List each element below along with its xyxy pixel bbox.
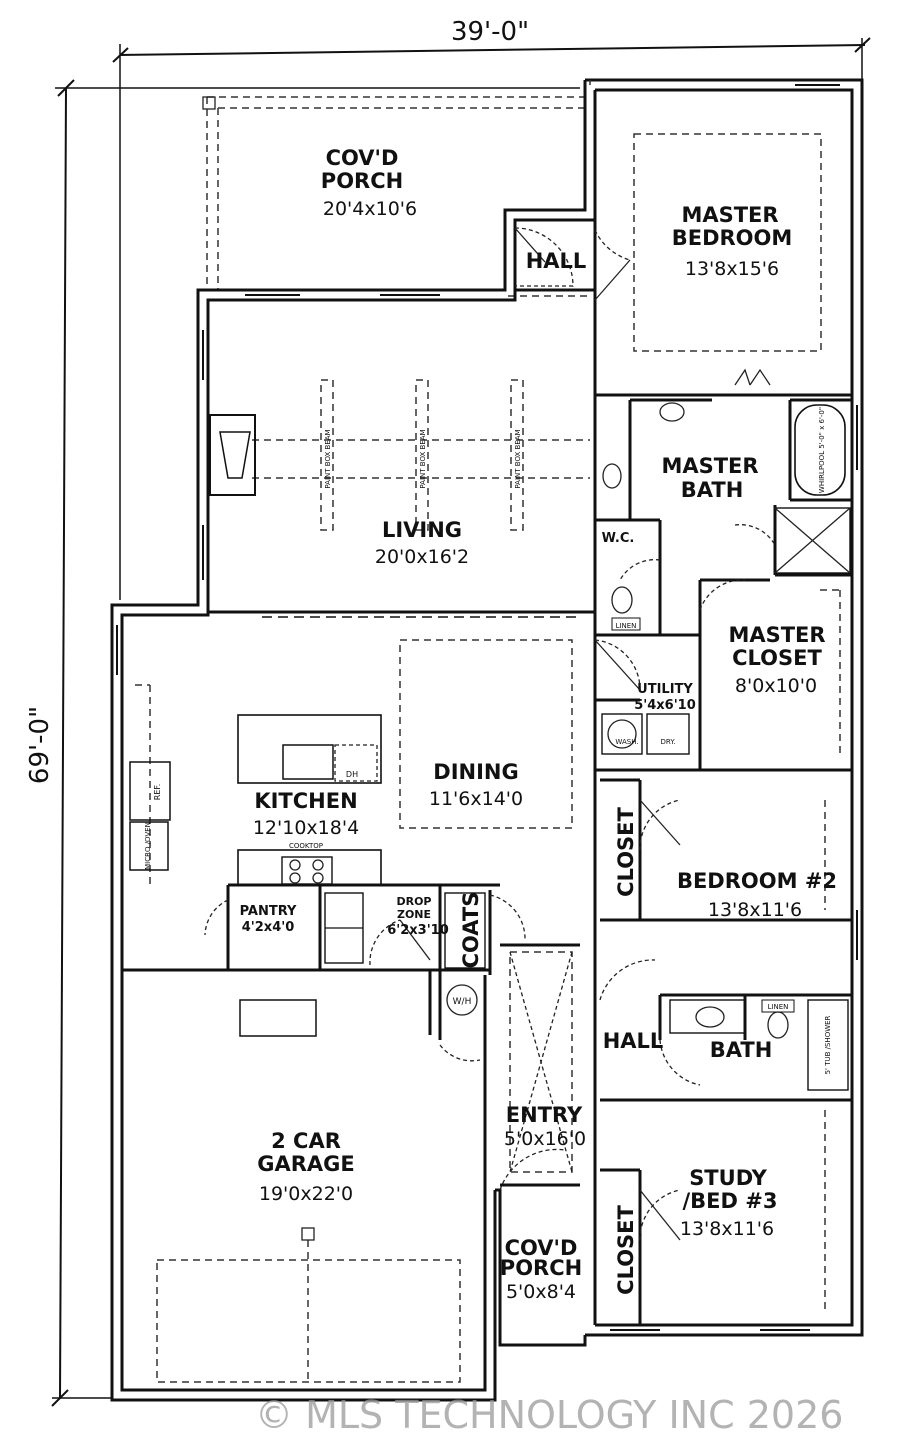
- room-name-hall-mid: HALL: [603, 1029, 664, 1053]
- room-size-master-closet: 8'0x10'0: [735, 675, 817, 697]
- rear-porch-outline: [202, 96, 590, 297]
- dashed-features: [135, 80, 841, 1383]
- linen-label-wc: LINEN: [616, 622, 637, 630]
- box-beam-label-2: PAINT BOX BEAM: [419, 429, 427, 488]
- box-beams: PAINT BOX BEAM PAINT BOX BEAM PAINT BOX …: [252, 379, 590, 531]
- windows: [116, 84, 858, 1331]
- refrigerator-label: REF.: [153, 784, 162, 800]
- room-size-garage: 19'0x22'0: [259, 1183, 353, 1205]
- room-size-kitchen: 12'10x18'4: [253, 817, 359, 839]
- tub-label: 5' TUB /SHOWER: [824, 1015, 832, 1074]
- depth-label: 69'-0": [25, 706, 55, 784]
- room-name-bedroom-2: BEDROOM #2: [677, 869, 837, 893]
- room-name-hall-top: HALL: [526, 249, 587, 273]
- depth-dimension: 69'-0": [25, 79, 580, 1407]
- room-name-closet-bed2: CLOSET: [614, 806, 638, 896]
- room-name-kitchen: KITCHEN: [254, 789, 357, 813]
- water-heater-label: W/H: [453, 997, 472, 1007]
- exterior-walls: [110, 78, 864, 1402]
- copyright-watermark: © MLS TECHNOLOGY INC 2026: [255, 1393, 843, 1437]
- bath-fixtures: WHIRLPOOL 5'-0" x 6'-0" LINEN WASH. DRY.…: [239, 402, 851, 1091]
- room-name-living: LIVING: [382, 518, 462, 542]
- room-size-bedroom-2: 13'8x11'6: [708, 899, 802, 921]
- room-size-dining: 11'6x14'0: [429, 788, 523, 810]
- oven-label: MICRO /OVEN: [144, 822, 152, 870]
- dryer-label: DRY.: [661, 738, 676, 746]
- room-size-study: 13'8x11'6: [680, 1218, 774, 1240]
- linen-label-bath: LINEN: [768, 1003, 789, 1011]
- room-name-dining: DINING: [433, 760, 518, 784]
- room-name-study: STUDY/BED #3: [683, 1166, 778, 1213]
- room-size-covd-porch-front: 5'0x8'4: [506, 1281, 576, 1303]
- kitchen-fixtures: DH COOKTOP REF. MICRO /OVEN: [129, 714, 486, 969]
- room-name-pantry: PANTRY: [240, 904, 297, 919]
- room-size-living: 20'0x16'2: [375, 546, 469, 568]
- room-name-wc: W.C.: [602, 531, 635, 546]
- room-size-entry: 5'0x16'0: [504, 1128, 586, 1150]
- room-name-entry: ENTRY: [506, 1103, 583, 1127]
- interior-walls: [122, 220, 852, 1325]
- room-size-covd-porch-rear: 20'4x10'6: [323, 198, 417, 220]
- fireplace: [209, 414, 256, 496]
- room-name-coats: COATS: [459, 892, 483, 969]
- room-size-pantry: 4'2x4'0: [242, 920, 295, 935]
- door-swings: [204, 227, 776, 1241]
- room-name-utility: UTILITY: [637, 682, 693, 697]
- washer-label: WASH.: [615, 738, 638, 746]
- cooktop-label: COOKTOP: [289, 842, 323, 850]
- room-size-master-bedroom: 13'8x15'6: [685, 258, 779, 280]
- width-dimension: 39'-0": [112, 17, 871, 600]
- room-size-drop-zone: 6'2x3'10: [387, 923, 449, 938]
- whirlpool-label: WHIRLPOOL 5'-0" x 6'-0": [818, 407, 826, 493]
- room-name-bath: BATH: [710, 1038, 773, 1062]
- box-beam-label-1: PAINT BOX BEAM: [324, 429, 332, 488]
- room-name-closet-study: CLOSET: [614, 1204, 638, 1294]
- box-beam-label-3: PAINT BOX BEAM: [514, 429, 522, 488]
- dishwasher-label: DH: [346, 770, 358, 779]
- room-size-utility: 5'4x6'10: [634, 698, 696, 713]
- width-label: 39'-0": [451, 17, 529, 47]
